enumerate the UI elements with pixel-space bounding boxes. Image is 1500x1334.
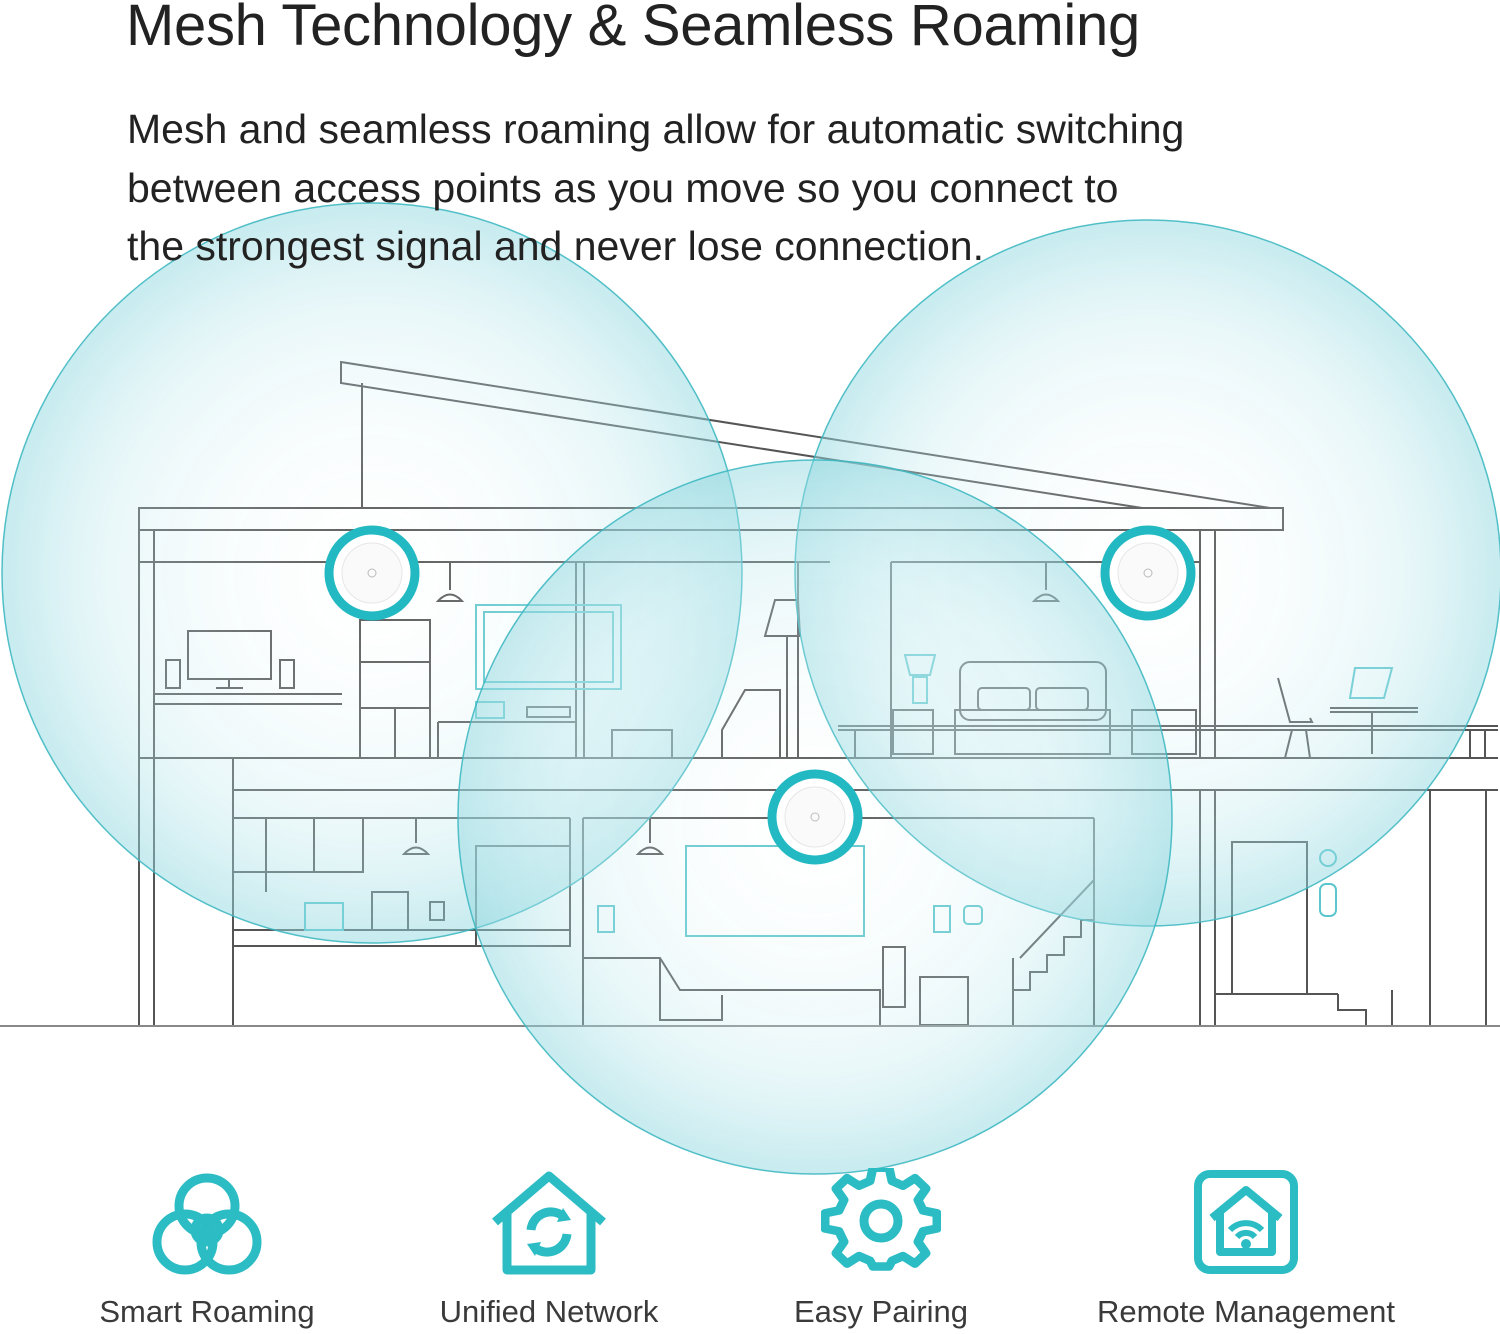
access-point-center [767, 769, 863, 865]
access-point-left [324, 525, 420, 621]
feature-label: Unified Network [439, 1294, 659, 1329]
feature-remote-management: Remote Management [1076, 1168, 1416, 1329]
description: Mesh and seamless roaming allow for auto… [127, 100, 1357, 276]
description-line: between access points as you move so you… [127, 164, 1119, 211]
feature-unified-network: Unified Network [379, 1168, 719, 1329]
feature-label: Easy Pairing [793, 1294, 969, 1329]
page-title: Mesh Technology & Seamless Roaming [126, 0, 1140, 58]
access-point-right [1100, 525, 1196, 621]
unified-network-icon [492, 1171, 606, 1275]
feature-label: Smart Roaming [99, 1294, 315, 1329]
coverage-areas [1, 202, 1500, 1175]
remote-management-house-icon [1194, 1170, 1298, 1274]
feature-easy-pairing: Easy Pairing [711, 1168, 1051, 1329]
description-line: Mesh and seamless roaming allow for auto… [127, 106, 1185, 152]
description-line: the strongest signal and never lose conn… [127, 223, 984, 269]
smart-roaming-icon [152, 1173, 262, 1275]
feature-smart-roaming: Smart Roaming [37, 1168, 377, 1329]
easy-pairing-gear-icon [821, 1168, 941, 1271]
feature-label: Remote Management [1096, 1294, 1396, 1329]
